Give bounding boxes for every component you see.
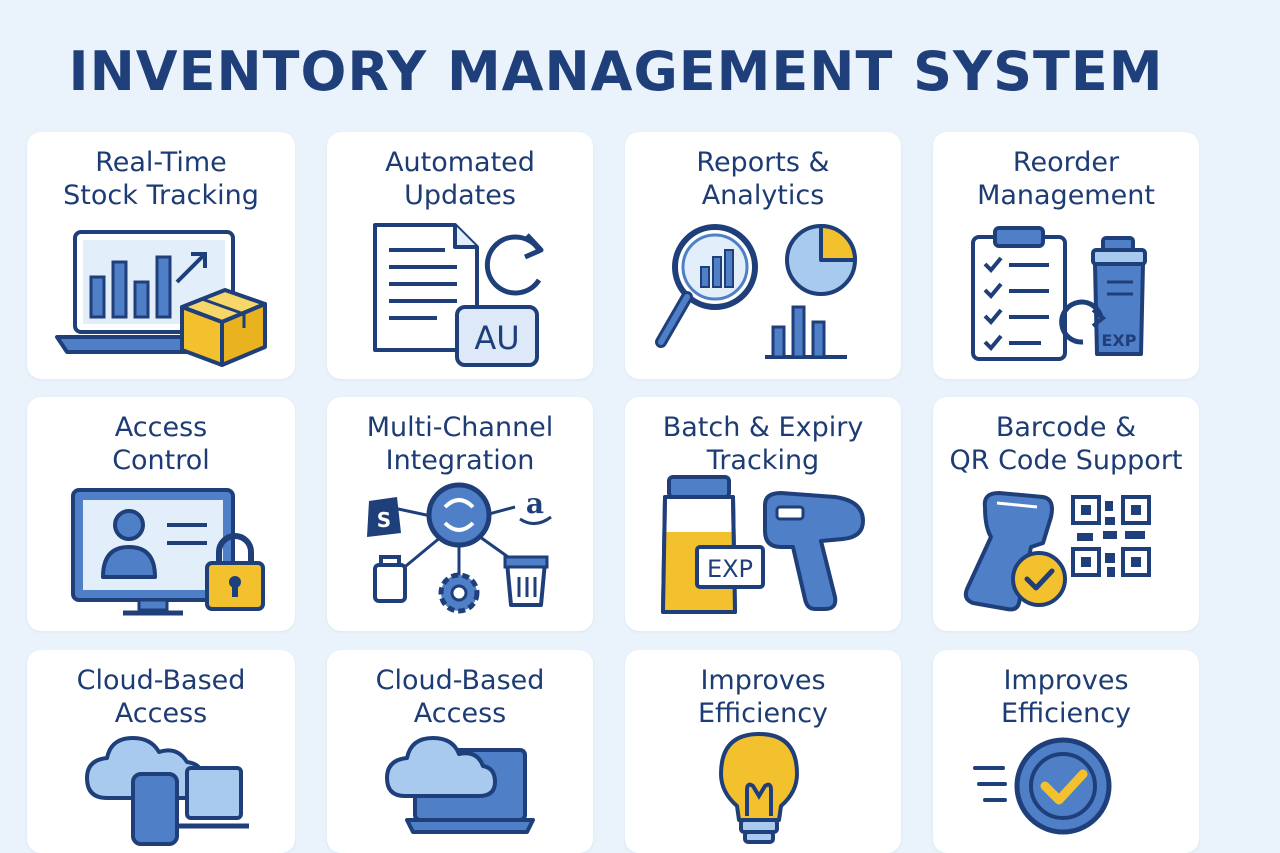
feature-card-automated-updates: Automated Updates AU [327, 132, 593, 379]
card-label: Barcode & QR Code Support [949, 412, 1183, 476]
card-label: Automated Updates [385, 147, 535, 211]
svg-text:S: S [377, 508, 391, 532]
card-label: Multi-Channel Integration [366, 412, 554, 476]
monitor-user-lock-icon [27, 397, 295, 631]
feature-card-access-control: Access Control [27, 397, 295, 631]
feature-card-efficiency-2: Improves Efficiency [933, 650, 1199, 853]
card-label: Cloud-Based Access [76, 665, 246, 729]
cloud-laptop-icon [327, 650, 593, 853]
card-label: Improves Efficiency [1000, 665, 1132, 729]
check-circle-icon [933, 650, 1199, 853]
card-label: Cloud-Based Access [375, 665, 545, 729]
svg-text:a: a [526, 487, 544, 520]
exp-label-text: EXP [1102, 331, 1137, 350]
channel-network-icon: S a [327, 397, 593, 631]
page-title: INVENTORY MANAGEMENT SYSTEM [68, 40, 1164, 103]
card-label: Batch & Expiry Tracking [662, 412, 864, 476]
card-label: Reorder Management [977, 147, 1155, 211]
clipboard-bin-icon: EXP [933, 132, 1199, 379]
card-label: Real-Time Stock Tracking [63, 147, 259, 211]
laptop-chart-box-icon [27, 132, 295, 379]
feature-card-multichannel: Multi-Channel Integration S a [327, 397, 593, 631]
feature-card-batch-expiry: Batch & Expiry Tracking EXP [625, 397, 901, 631]
lightbulb-icon [625, 650, 901, 853]
exp-label-text: EXP [707, 555, 753, 583]
feature-card-reorder-management: Reorder Management EXP [933, 132, 1199, 379]
feature-card-efficiency-1: Improves Efficiency [625, 650, 901, 853]
scanner-qr-icon [933, 397, 1199, 631]
feature-card-cloud-access-2: Cloud-Based Access [327, 650, 593, 853]
card-label: Improves Efficiency [697, 665, 829, 729]
feature-card-barcode-qr: Barcode & QR Code Support [933, 397, 1199, 631]
document-refresh-icon: AU [327, 132, 593, 379]
card-label: Access Control [112, 412, 210, 476]
feature-card-stock-tracking: Real-Time Stock Tracking [27, 132, 295, 379]
feature-card-cloud-access-1: Cloud-Based Access [27, 650, 295, 853]
au-badge-text: AU [474, 319, 519, 357]
bottle-scanner-icon: EXP [625, 397, 901, 631]
card-label: Reports & Analytics [696, 147, 830, 211]
magnifier-chart-icon [625, 132, 901, 379]
cloud-devices-icon [27, 650, 295, 853]
feature-card-reports-analytics: Reports & Analytics [625, 132, 901, 379]
